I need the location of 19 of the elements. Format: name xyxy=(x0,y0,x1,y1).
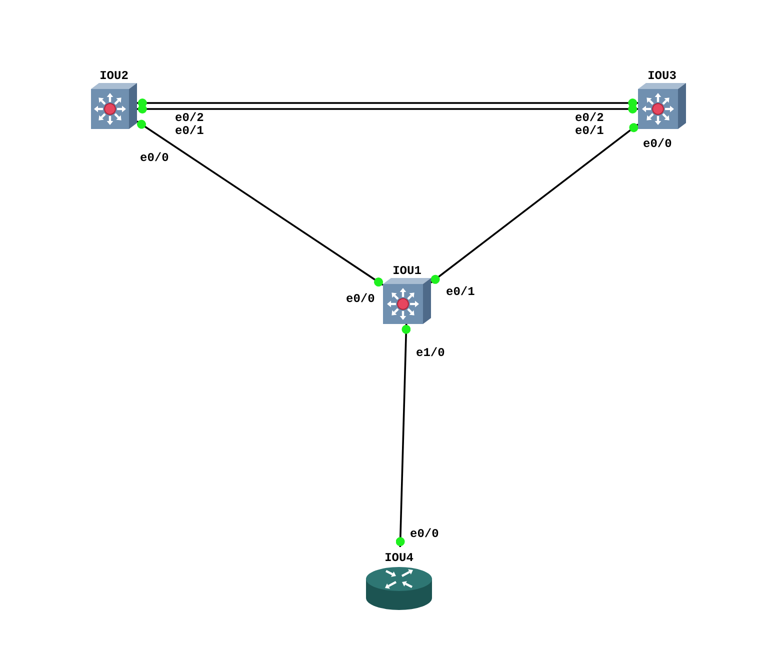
interface-label: e0/2 xyxy=(175,112,204,125)
interface-label: e0/0 xyxy=(346,293,375,306)
device-name: IOU2 xyxy=(100,69,128,83)
interface-label: e0/0 xyxy=(643,138,672,151)
device-name: IOU1 xyxy=(392,264,422,278)
interface-label: e0/1 xyxy=(175,125,204,138)
device-name: IOU4 xyxy=(384,551,414,565)
link-line xyxy=(396,324,411,548)
link-line xyxy=(430,123,639,284)
device-name: IOU3 xyxy=(648,69,676,83)
interface-label: e0/1 xyxy=(446,286,475,299)
link-line xyxy=(136,120,384,287)
interface-label: e1/0 xyxy=(416,347,445,360)
link-line xyxy=(137,104,638,114)
interface-label: e0/0 xyxy=(140,152,169,165)
interface-label: e0/2 xyxy=(575,112,604,125)
interface-label: e0/1 xyxy=(575,125,604,138)
interface-label: e0/0 xyxy=(410,528,439,541)
link-line xyxy=(137,98,638,108)
